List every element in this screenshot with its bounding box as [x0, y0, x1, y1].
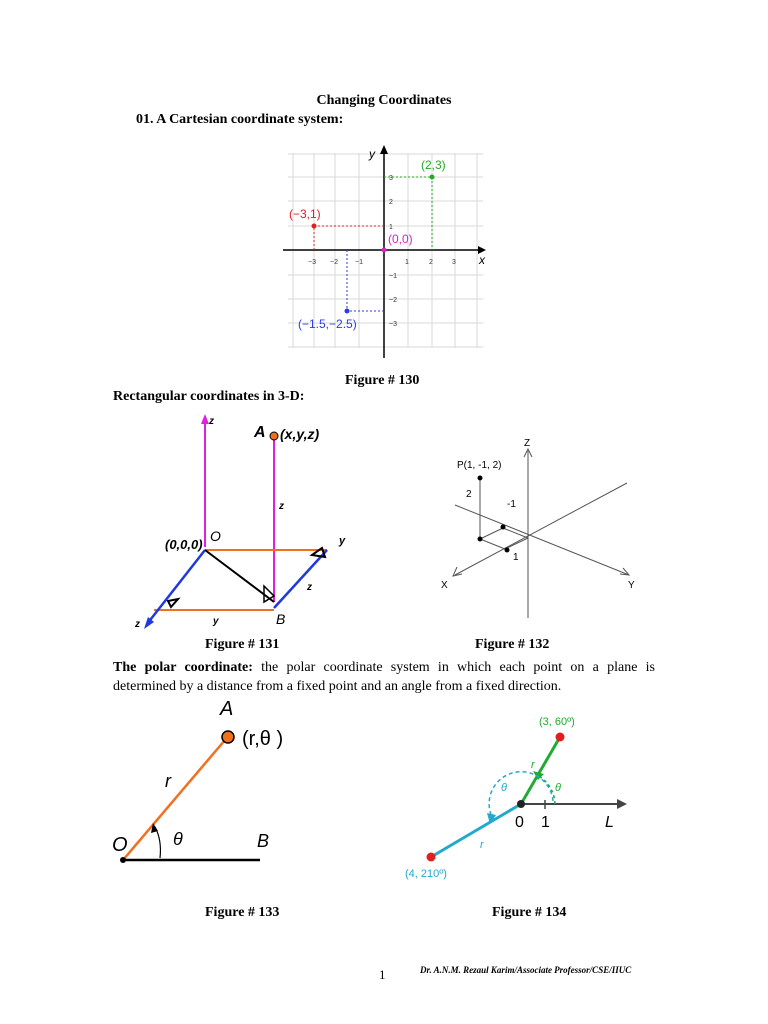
section-heading-3d: Rectangular coordinates in 3-D: — [113, 389, 305, 404]
point-origin — [381, 247, 387, 253]
xtick: −2 — [330, 259, 338, 266]
polar-paragraph: The polar coordinate: the polar coordina… — [113, 658, 655, 696]
footer-author: Dr. A.N.M. Rezaul Karim/Associate Profes… — [420, 965, 632, 975]
point-2-3 — [429, 174, 435, 180]
figure-caption: Figure # 132 — [475, 637, 550, 652]
point-label: (−1.5,−2.5) — [298, 317, 357, 331]
svg-text:-1: -1 — [507, 499, 516, 510]
svg-text:2: 2 — [466, 489, 472, 500]
svg-text:O: O — [112, 834, 128, 856]
svg-text:Z: Z — [524, 438, 530, 449]
svg-text:y: y — [338, 535, 346, 547]
xtick: 2 — [429, 259, 433, 266]
page-title: Changing Coordinates — [316, 93, 452, 108]
ytick: 3 — [389, 175, 393, 182]
ytick: 1 — [389, 224, 393, 231]
point-label: (0,0) — [388, 232, 413, 246]
ytick: −1 — [389, 273, 397, 280]
svg-text:θ: θ — [173, 829, 183, 849]
svg-text:1: 1 — [513, 552, 519, 563]
xtick: 1 — [405, 259, 409, 266]
svg-text:z: z — [278, 501, 284, 512]
figure-caption: Figure # 131 — [205, 637, 280, 652]
svg-text:Y: Y — [628, 580, 635, 591]
x-axis-label: x — [478, 253, 486, 267]
y-axis-label: y — [368, 147, 376, 161]
ytick: −2 — [389, 297, 397, 304]
svg-text:y: y — [212, 616, 219, 627]
figure-caption: Figure # 133 — [205, 905, 280, 920]
xtick: −1 — [355, 259, 363, 266]
svg-text:r: r — [531, 759, 536, 771]
figure-caption: Figure # 130 — [345, 373, 420, 388]
point-label: (2,3) — [421, 158, 446, 172]
xtick: 3 — [452, 259, 456, 266]
polar-text: the polar coordinate system in which eac… — [113, 660, 655, 694]
point-neg3-1 — [311, 223, 317, 229]
svg-text:θ: θ — [555, 782, 561, 794]
point-3d-figure: Z P(1, -1, 2) 2 -1 1 X Y — [441, 438, 635, 618]
polar-heading: The polar coordinate: — [113, 660, 253, 675]
svg-text:L: L — [605, 814, 614, 831]
ytick: 2 — [389, 199, 393, 206]
svg-text:(3, 60º): (3, 60º) — [539, 716, 575, 728]
svg-text:r: r — [480, 839, 485, 851]
svg-text:P(1, -1, 2): P(1, -1, 2) — [457, 460, 501, 471]
point-neg1.5-neg2.5 — [344, 308, 350, 314]
svg-text:X: X — [441, 580, 448, 591]
svg-text:(0,0,0): (0,0,0) — [165, 537, 203, 552]
svg-text:z: z — [134, 619, 140, 630]
figure-caption: Figure # 134 — [492, 905, 567, 920]
svg-text:B: B — [276, 611, 285, 627]
section-heading-cartesian: 01. A Cartesian coordinate system: — [136, 112, 344, 127]
cartesian-plot: x y −3 −2 −1 1 2 3 3 2 1 −1 −2 −3 (2,3) … — [283, 145, 486, 358]
svg-text:0: 0 — [515, 814, 524, 831]
polar-figure-133: A (r,θ ) r O θ B — [112, 698, 283, 863]
svg-text:A: A — [253, 424, 266, 441]
page-number: 1 — [379, 967, 386, 982]
svg-text:θ: θ — [501, 782, 507, 794]
svg-text:B: B — [257, 831, 269, 851]
point-label: (−3,1) — [289, 207, 321, 221]
svg-text:r: r — [165, 771, 172, 791]
svg-text:O: O — [210, 528, 221, 544]
svg-text:1: 1 — [541, 814, 550, 831]
svg-text:z: z — [208, 416, 214, 427]
svg-text:(x,y,z): (x,y,z) — [280, 426, 319, 442]
ytick: −3 — [389, 321, 397, 328]
rectangular-3d-figure: z A (x,y,z) z O (0,0,0) y z B z y — [134, 414, 346, 630]
polar-figure-134: (3, 60º) r θ θ r (4, 210º) 0 1 L — [405, 716, 627, 880]
svg-text:A: A — [219, 698, 233, 720]
svg-text:(4, 210º): (4, 210º) — [405, 868, 447, 880]
svg-text:z: z — [306, 582, 312, 593]
svg-text:(r,θ ): (r,θ ) — [242, 728, 283, 750]
xtick: −3 — [308, 259, 316, 266]
